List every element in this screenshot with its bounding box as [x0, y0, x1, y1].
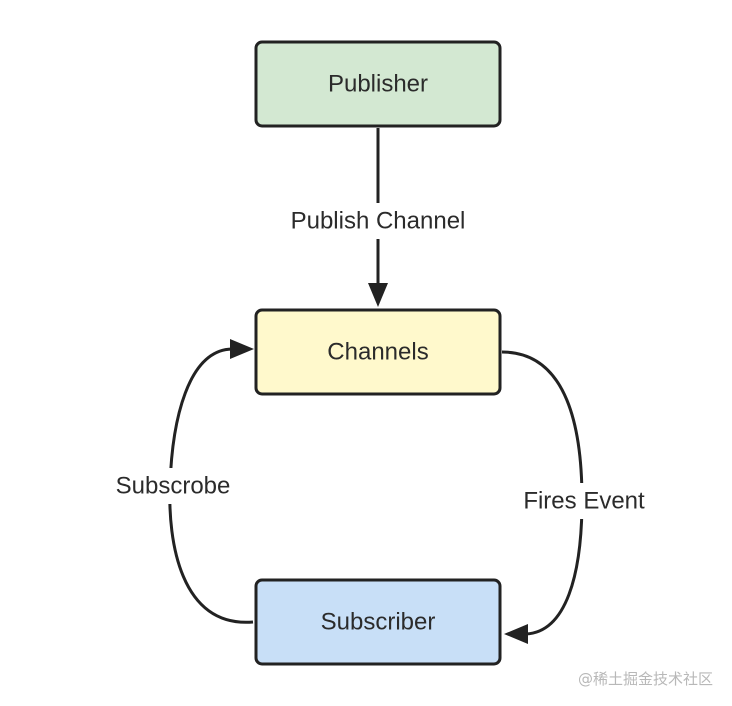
arrowhead-left-icon: [504, 624, 528, 644]
edge-fires-label-bg: [512, 483, 656, 519]
node-publisher: Publisher: [254, 40, 502, 128]
edge-subscribe: Subscrobe: [106, 339, 254, 624]
edge-publish-label-bg: [278, 203, 478, 239]
edge-publish-channel: Publish Channel: [278, 128, 478, 307]
subscriber-box: [254, 578, 502, 666]
edge-subscribe-label: Subscrobe: [116, 472, 231, 499]
edge-fires-label: Fires Event: [523, 487, 645, 514]
node-channels: Channels: [254, 308, 502, 396]
edge-publish-label: Publish Channel: [291, 207, 466, 234]
arrowhead-right-icon: [230, 339, 254, 359]
edge-subscribe-label-bg: [106, 468, 240, 504]
publisher-box: [254, 40, 502, 128]
node-subscriber: Subscriber: [254, 578, 502, 666]
arrowhead-down-icon: [368, 283, 388, 307]
subscriber-label: Subscriber: [321, 608, 436, 635]
edge-fires-event: Fires Event: [501, 350, 656, 644]
channels-label: Channels: [327, 338, 428, 365]
watermark-text: @稀土掘金技术社区: [578, 670, 713, 688]
channels-box: [254, 308, 502, 396]
publisher-label: Publisher: [328, 70, 428, 97]
